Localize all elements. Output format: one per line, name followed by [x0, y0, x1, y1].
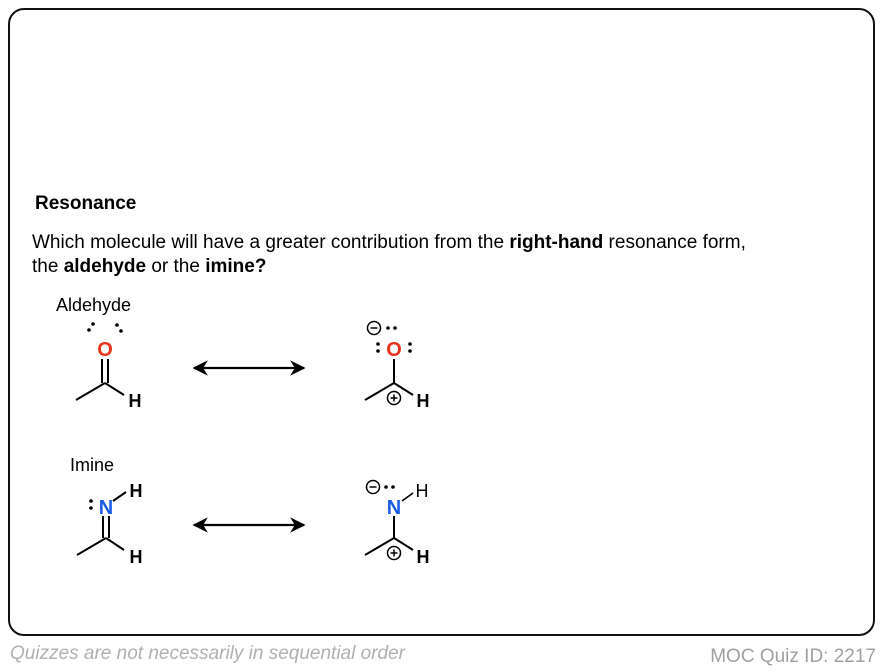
positive-charge-icon: [386, 390, 402, 406]
imine-resonance-form: N H H: [364, 479, 430, 567]
hydrogen-atom: H: [416, 481, 429, 501]
lone-pair-dots: [89, 499, 93, 510]
hydrogen-atom: H: [130, 547, 143, 567]
hydrogen-atom: H: [417, 391, 430, 411]
aldehyde-structure: O H: [75, 322, 142, 411]
nitrogen-atom: N: [99, 497, 113, 519]
lone-pair-dots: [384, 485, 395, 489]
resonance-structures: O H O H: [75, 320, 430, 567]
quiz-card: Resonance Which molecule will have a gre…: [8, 8, 875, 636]
hydrogen-atom: H: [129, 391, 142, 411]
section-heading: Resonance: [35, 193, 137, 214]
aldehyde-label: Aldehyde: [56, 295, 132, 315]
oxygen-atom: O: [97, 339, 113, 361]
lone-pair-dots: [87, 322, 123, 333]
negative-charge-icon: [365, 479, 381, 495]
quiz-id: MOC Quiz ID: 2217: [710, 646, 876, 667]
footer-note: Quizzes are not necessarily in sequentia…: [10, 643, 405, 664]
hydrogen-atom: H: [130, 481, 143, 501]
imine-structure: N H H: [76, 481, 143, 567]
positive-charge-icon: [386, 545, 402, 561]
negative-charge-icon: [366, 320, 382, 336]
oxygen-atom: O: [386, 339, 402, 361]
aldehyde-resonance-form: O H: [364, 320, 430, 411]
lone-pair-dots: [376, 326, 412, 353]
question-text: Which molecule will have a greater contr…: [32, 232, 746, 277]
nitrogen-atom: N: [387, 497, 401, 519]
hydrogen-atom: H: [417, 547, 430, 567]
imine-label: Imine: [70, 455, 115, 475]
